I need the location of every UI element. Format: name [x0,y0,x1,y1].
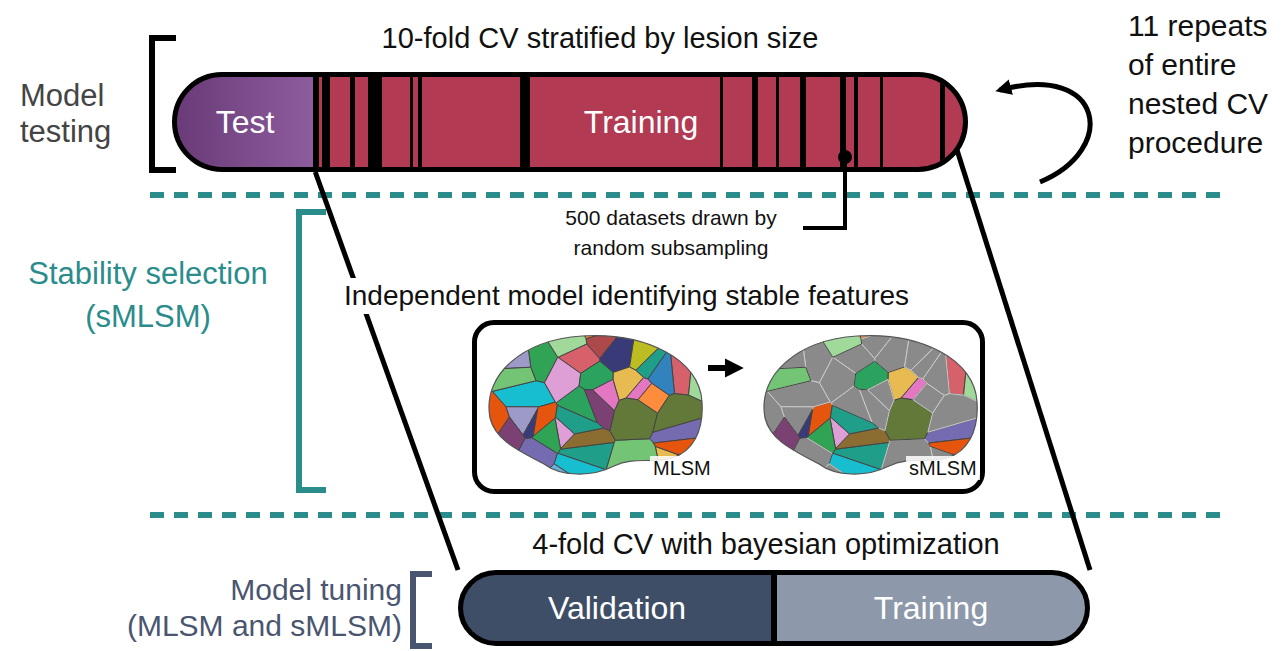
stripe [720,77,723,167]
brain-caption: MLSM [650,456,714,480]
brain-parcel [928,394,979,433]
brain-parcel [669,330,704,366]
stripe [410,77,413,167]
brain-parcel [593,379,619,410]
cv-bar: 4-fold CV with bayesian optimizationVali… [440,526,1092,646]
brain-parcel [586,330,622,358]
stripe [880,77,883,167]
brain-outline [489,336,702,474]
brain-parcel [541,330,587,357]
heading: Independent model identifying stable fea… [340,278,913,314]
training-segment: Training [319,77,963,167]
transform-arrow [708,365,738,371]
bracket [413,574,432,646]
stripe [350,77,355,167]
dashed-divider [150,512,1222,518]
frame: Test Training [172,72,968,172]
brain-illustration [757,330,979,480]
segment-label: Validation [548,589,686,627]
section-label: Model tuning (MLSM and sMLSM) [126,572,402,644]
stripe [520,77,530,167]
dashed-divider [150,192,1222,198]
repeat-note: 11 repeats of entire nested CV procedure [1128,6,1280,162]
stripe [322,77,330,167]
validation-segment: Validation [463,575,771,641]
brain-outline [764,336,977,474]
brain-parcel [554,453,606,480]
test-segment: Test [177,77,313,167]
segment-label: Training [874,589,988,627]
brain-parcel [798,409,812,438]
bracket [299,212,326,490]
brain-parcel [829,453,881,480]
brain-parcel [757,449,793,480]
brain-parcel [523,409,537,438]
heading-row: 4-fold CV with bayesian optimization [440,526,1092,570]
brain-parcel [775,330,806,369]
segment-label: Test [216,103,275,141]
brain-parcel [831,405,879,434]
cv-bar: 10-fold CV stratified by lesion sizeTest… [172,20,968,172]
brain-parcel [482,449,518,480]
heading-row: 10-fold CV stratified by lesion size [172,20,968,72]
leader-line [803,157,845,228]
brain-parcel [556,405,604,434]
leader-dot [838,150,852,164]
zoom-connector [315,172,458,570]
brain-parcel [654,437,704,455]
brain-parcel [816,330,862,357]
zoom-connector [956,147,1090,570]
brain-parcel [911,338,945,379]
heading: 4-fold CV with bayesian optimization [528,526,1003,564]
stripe [840,77,846,167]
repeat-arrow [1000,85,1090,182]
brain-parcel [929,437,979,455]
brain-parcel [762,417,800,462]
heading: 10-fold CV stratified by lesion size [378,20,823,58]
heading-row: Independent model identifying stable fea… [340,278,990,320]
brain-parcel [487,417,525,462]
subsampling-note: 500 datasets drawn by random subsampling [540,203,802,264]
brain-parcel [944,330,979,366]
stripe [800,77,806,167]
segment-label: Training [584,103,698,141]
brain-parcel [653,394,704,433]
brain-parcel [813,464,853,480]
brain-parcel [819,357,855,402]
stripe [368,77,382,167]
stripe [752,77,758,167]
brain-parcel [861,330,897,358]
brain-parcels [757,330,979,480]
stripe [776,77,779,167]
brain-parcel [538,464,578,480]
brain-parcel [544,357,580,402]
section-label: Stability selection (sMLSM) [4,252,292,339]
section-label: Model testing [20,78,150,149]
stripe [854,77,858,167]
brain-parcel [868,379,894,410]
brain-parcel [500,330,531,369]
training-segment: Training [777,575,1085,641]
stripe [940,77,945,167]
frame: Validation Training [458,570,1090,646]
bracket [152,38,176,170]
brain-parcel [636,338,670,379]
stripe [418,77,422,167]
brain-caption: sMLSM [906,456,980,480]
